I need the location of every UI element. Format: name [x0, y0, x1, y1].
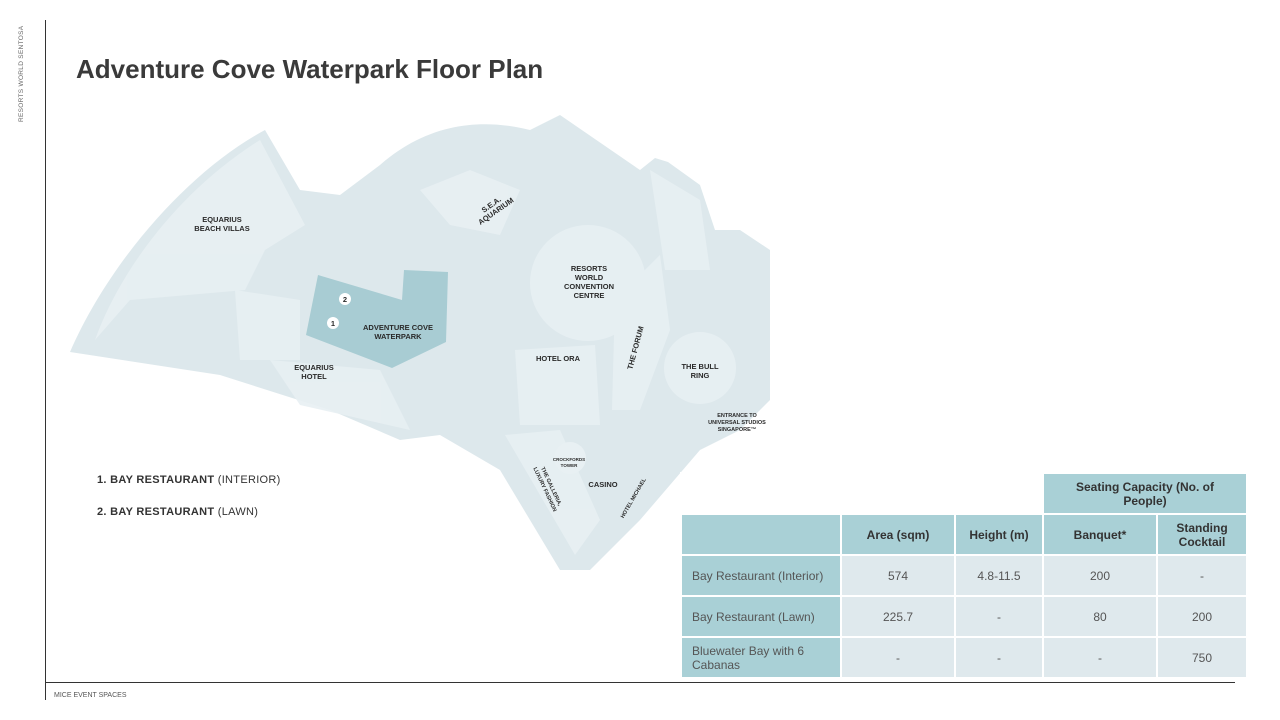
legend-item-2: 2. BAY RESTAURANT (LAWN)	[97, 506, 259, 518]
svg-text:1: 1	[331, 319, 335, 328]
divider-horizontal	[45, 682, 1235, 683]
col-banquet: Banquet*	[1042, 513, 1158, 556]
table-header-row: Area (sqm) Height (m) Banquet* Standing …	[680, 513, 1248, 556]
label-hotel-ora: HOTEL ORA	[536, 354, 581, 363]
col-height: Height (m)	[954, 513, 1044, 556]
table-row: Bluewater Bay with 6 Cabanas---750	[680, 636, 1248, 679]
map-zones	[95, 140, 736, 555]
capacity-table: Seating Capacity (No. of People) Area (s…	[680, 472, 1248, 679]
label-casino: CASINO	[588, 480, 617, 489]
map-marker-2[interactable]: 2	[339, 293, 351, 305]
legend-item-1: 1. BAY RESTAURANT (INTERIOR)	[97, 474, 281, 486]
page-title: Adventure Cove Waterpark Floor Plan	[76, 54, 544, 84]
divider-vertical	[45, 20, 46, 700]
footer-text: MICE EVENT SPACES	[54, 692, 127, 699]
seating-capacity-header: Seating Capacity (No. of People)	[1042, 472, 1248, 515]
brand-vertical: RESORTS WORLD SENTOSA	[18, 25, 25, 122]
col-standing: Standing Cocktail	[1156, 513, 1248, 556]
map-marker-1[interactable]: 1	[327, 317, 339, 329]
svg-text:2: 2	[343, 295, 347, 304]
col-area: Area (sqm)	[840, 513, 956, 556]
